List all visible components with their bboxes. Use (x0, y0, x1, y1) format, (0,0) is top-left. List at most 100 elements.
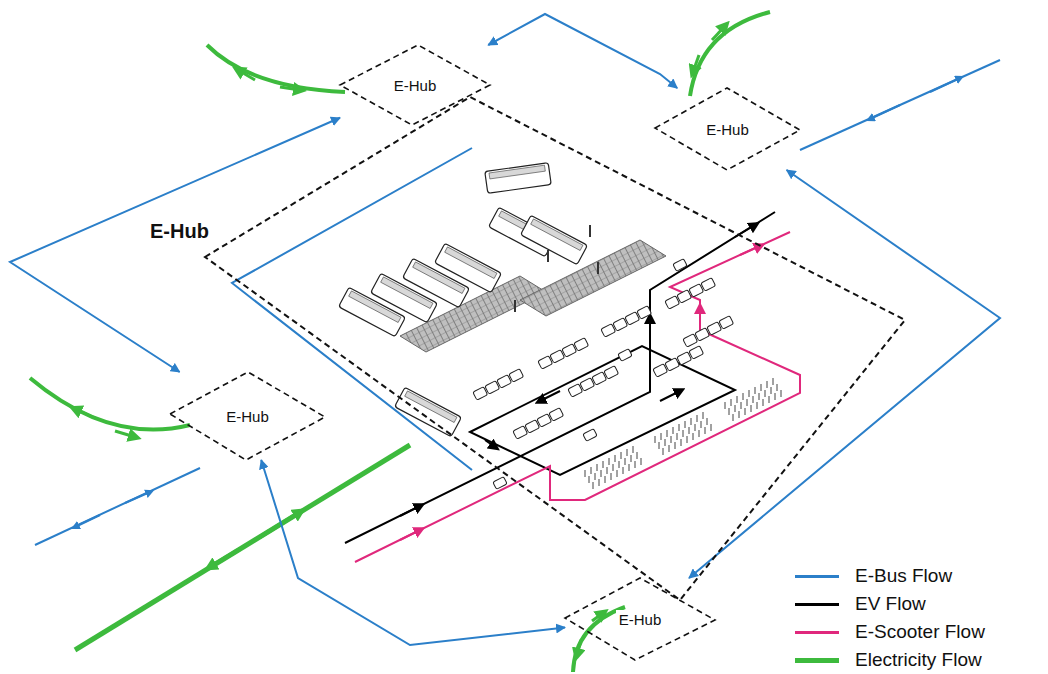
car-body (538, 356, 553, 369)
ev-car (538, 356, 553, 369)
e-scooter (705, 427, 706, 434)
e-scooter (621, 452, 622, 459)
car-body (637, 306, 652, 319)
ev-car (613, 318, 628, 331)
bus-windows (489, 165, 545, 179)
bus-arrow (75, 515, 100, 527)
e-scooter (667, 430, 668, 437)
car-body (562, 344, 577, 357)
car-body (701, 278, 716, 291)
e-scooter (665, 439, 666, 446)
region-heading: E-Hub (150, 220, 209, 243)
ev-car (509, 369, 524, 382)
legend-text: E-Bus Flow (855, 565, 952, 587)
car-body (689, 346, 704, 359)
ev-car (637, 306, 652, 319)
e-scooter (625, 458, 626, 465)
ev-arrow (400, 506, 420, 516)
car-body (677, 290, 692, 303)
bus-windows (445, 247, 497, 279)
ev-flow (345, 212, 775, 543)
legend-swatch (795, 575, 839, 578)
car-body (513, 426, 528, 439)
electricity-arrow (693, 55, 699, 72)
electricity-arrow (238, 70, 255, 80)
charger (547, 250, 549, 262)
e-scooter (781, 390, 782, 397)
car-body (695, 328, 710, 341)
ev-car (580, 378, 595, 391)
e-scooter (641, 458, 642, 465)
e-scooter (755, 387, 756, 394)
ev-car (677, 290, 692, 303)
car-body (537, 414, 552, 427)
e-scooter (591, 467, 592, 474)
hub-label: E-Hub (616, 610, 665, 629)
e-scooter (623, 467, 624, 474)
car-body (509, 369, 524, 382)
electricity-arrow (280, 87, 300, 90)
e-scooter (661, 433, 662, 440)
e-scooter (771, 387, 772, 394)
car-body (497, 375, 512, 388)
e-scooter (597, 464, 598, 471)
charger (589, 225, 591, 237)
bus-flow (35, 60, 1000, 545)
e-scooter (741, 402, 742, 409)
e-scooter (691, 418, 692, 425)
dashed-outline (170, 372, 325, 460)
e-scooter (671, 436, 672, 443)
car-body (601, 324, 616, 337)
e-scooter (679, 424, 680, 431)
e-scooter (663, 448, 664, 455)
e-scooter (619, 461, 620, 468)
charger (597, 262, 599, 274)
e-scooter (673, 427, 674, 434)
ev-car (625, 312, 640, 325)
hub-box: E-Hub (170, 372, 325, 460)
e-scooter (733, 414, 734, 421)
hub-box: E-Hub (565, 578, 715, 660)
bus-route (261, 460, 565, 645)
e-scooter (633, 446, 634, 453)
scooter-flow (355, 232, 800, 562)
ev-car (689, 284, 704, 297)
vehicles (339, 163, 781, 490)
ev-car (601, 324, 616, 337)
car-body (677, 352, 692, 365)
ev-line (345, 212, 775, 543)
bus-body (395, 387, 462, 436)
e-scooter (773, 378, 774, 385)
e-scooter (595, 473, 596, 480)
car-body (473, 387, 488, 400)
ev-car (701, 278, 716, 291)
ev-loop (470, 346, 735, 475)
e-scooter (731, 399, 732, 406)
e-scooter (757, 402, 758, 409)
e-scooter (677, 433, 678, 440)
e-scooter (627, 449, 628, 456)
e-scooter (777, 384, 778, 391)
ev-car (683, 334, 698, 347)
bus-line (800, 60, 1000, 150)
e-scooter (685, 421, 686, 428)
ev-car (550, 350, 565, 363)
e-scooter (585, 470, 586, 477)
ev-car (583, 429, 597, 442)
car-body (604, 366, 619, 379)
ev-car (549, 408, 564, 421)
e-scooter (737, 396, 738, 403)
electricity-arrow (75, 409, 95, 418)
hub-outline (205, 97, 905, 617)
legend-swatch (795, 631, 839, 634)
legend-entry: EV Flow (795, 590, 985, 618)
e-bus (521, 215, 588, 264)
electricity-flow (30, 12, 770, 672)
e-scooter (675, 442, 676, 449)
legend-swatch (795, 658, 839, 663)
e-scooter (693, 433, 694, 440)
e-scooter (743, 393, 744, 400)
e-scooter (603, 461, 604, 468)
electricity-line (75, 445, 410, 650)
ev-car (707, 322, 722, 335)
